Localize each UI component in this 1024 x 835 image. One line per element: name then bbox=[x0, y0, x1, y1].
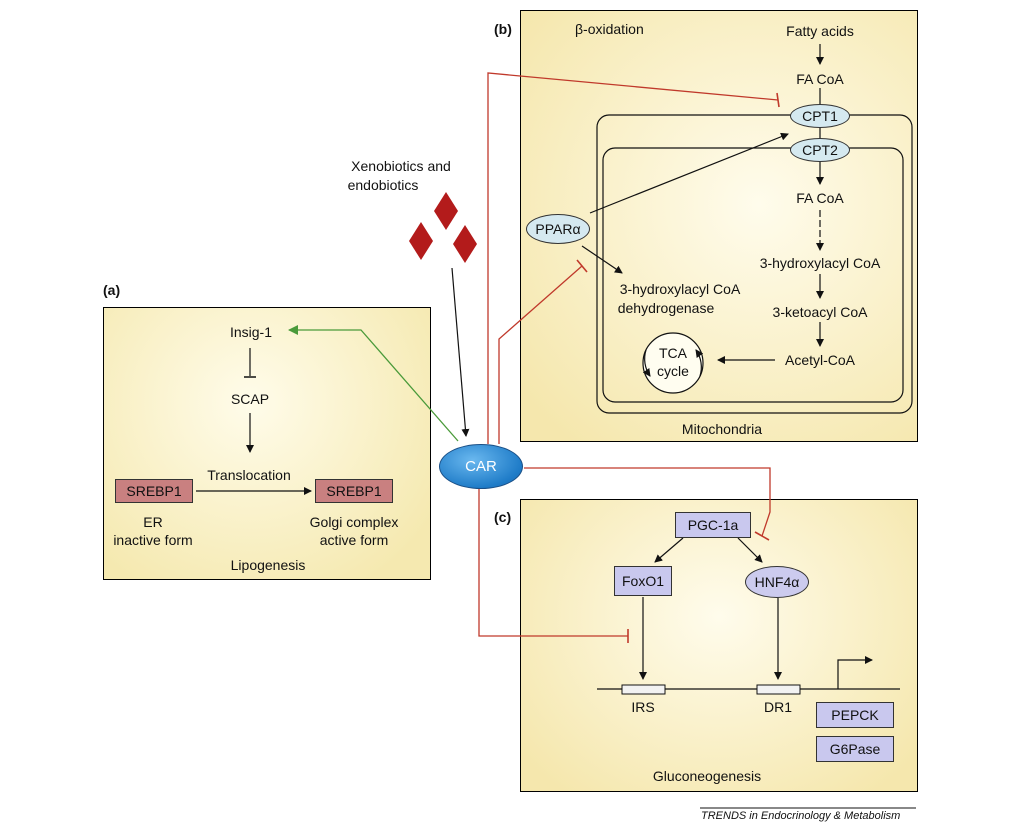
pgc-to-foxo1-arrow bbox=[654, 537, 684, 563]
xenobiotic-diamond bbox=[434, 192, 458, 230]
hnf4a-node: HNF4α bbox=[745, 566, 809, 598]
fa-coa-top-label: FA CoA bbox=[796, 71, 844, 87]
panel-c-letter: (c) bbox=[494, 509, 512, 525]
insig-label: Insig-1 bbox=[229, 324, 273, 340]
g6pase-box: G6Pase bbox=[816, 736, 894, 762]
hydroxyacyl-coa-label: 3-hydroxylacyl CoA bbox=[759, 255, 881, 271]
fa-coa-label: FA CoA bbox=[796, 190, 844, 206]
ppara-dehydrogenase-arrow bbox=[581, 245, 623, 274]
gluconeogenesis-caption: Gluconeogenesis bbox=[652, 768, 762, 784]
pepck-box: PEPCK bbox=[816, 702, 894, 728]
panel-a-letter: (a) bbox=[103, 282, 121, 298]
pgc-to-hnf4a-arrow bbox=[737, 537, 763, 563]
er-label: ER bbox=[143, 514, 163, 530]
endobiotics-label: endobiotics bbox=[347, 177, 419, 193]
acetyl-coa-label: Acetyl-CoA bbox=[784, 352, 856, 368]
cpt2-node: CPT2 bbox=[790, 138, 850, 162]
beta-oxidation-title: β-oxidation bbox=[575, 21, 644, 37]
car-inhibits-cpt1 bbox=[487, 72, 779, 444]
srebp1-er-box: SREBP1 bbox=[115, 479, 193, 503]
mitochondria-caption: Mitochondria bbox=[681, 421, 763, 437]
irs-label: IRS bbox=[631, 699, 655, 715]
dr1-label: DR1 bbox=[763, 699, 793, 715]
car-inhibits-hnf4a bbox=[524, 467, 771, 537]
ketoacyl-coa-label: 3-ketoacyl CoA bbox=[772, 304, 868, 320]
xenobiotics-to-car-arrow bbox=[451, 267, 470, 437]
car-activates-insig-arrow bbox=[288, 325, 459, 442]
dehydrogenase-label-line1: 3-hydroxylacyl CoA bbox=[619, 281, 741, 297]
tca-cycle-label: cycle bbox=[657, 363, 689, 379]
lipogenesis-caption: Lipogenesis bbox=[230, 557, 306, 573]
panel-b-letter: (b) bbox=[494, 21, 512, 37]
pgc-1a-box: PGC-1a bbox=[675, 512, 751, 538]
dr1-element bbox=[756, 684, 801, 695]
xenobiotics-label: Xenobiotics and bbox=[351, 158, 451, 174]
ppara-node: PPARα bbox=[526, 214, 590, 244]
car-inhibits-dehydrogenase bbox=[498, 265, 583, 444]
tca-cycle-circle bbox=[642, 332, 704, 394]
tca-cycle-left-arrow bbox=[642, 349, 651, 377]
xenobiotic-diamond bbox=[453, 225, 477, 263]
car-node: CAR bbox=[439, 444, 523, 489]
journal-credit: TRENDS in Endocrinology & Metabolism bbox=[701, 810, 901, 822]
scap-label: SCAP bbox=[230, 391, 270, 407]
car-inhibits-irs bbox=[478, 489, 628, 637]
tca-label: TCA bbox=[659, 345, 687, 361]
er-inactive-label: inactive form bbox=[113, 532, 193, 548]
irs-element bbox=[621, 684, 666, 695]
cpt1-node: CPT1 bbox=[790, 104, 850, 128]
mito-outer-membrane bbox=[596, 114, 913, 414]
tca-cycle-right-arrow bbox=[695, 349, 704, 377]
translocation-label: Translocation bbox=[207, 467, 291, 483]
srebp1-golgi-box: SREBP1 bbox=[315, 479, 393, 503]
ppara-cpt1-arrow bbox=[589, 132, 789, 214]
foxo1-box: FoxO1 bbox=[614, 566, 672, 596]
fatty-acids-label: Fatty acids bbox=[786, 23, 854, 39]
xenobiotic-diamond bbox=[409, 222, 433, 260]
transcription-start-arrow bbox=[837, 656, 873, 689]
dehydrogenase-label-line2: dehydrogenase bbox=[617, 300, 715, 316]
golgi-label: Golgi complex bbox=[309, 514, 399, 530]
panel-a-box bbox=[103, 307, 431, 580]
golgi-active-label: active form bbox=[319, 532, 389, 548]
